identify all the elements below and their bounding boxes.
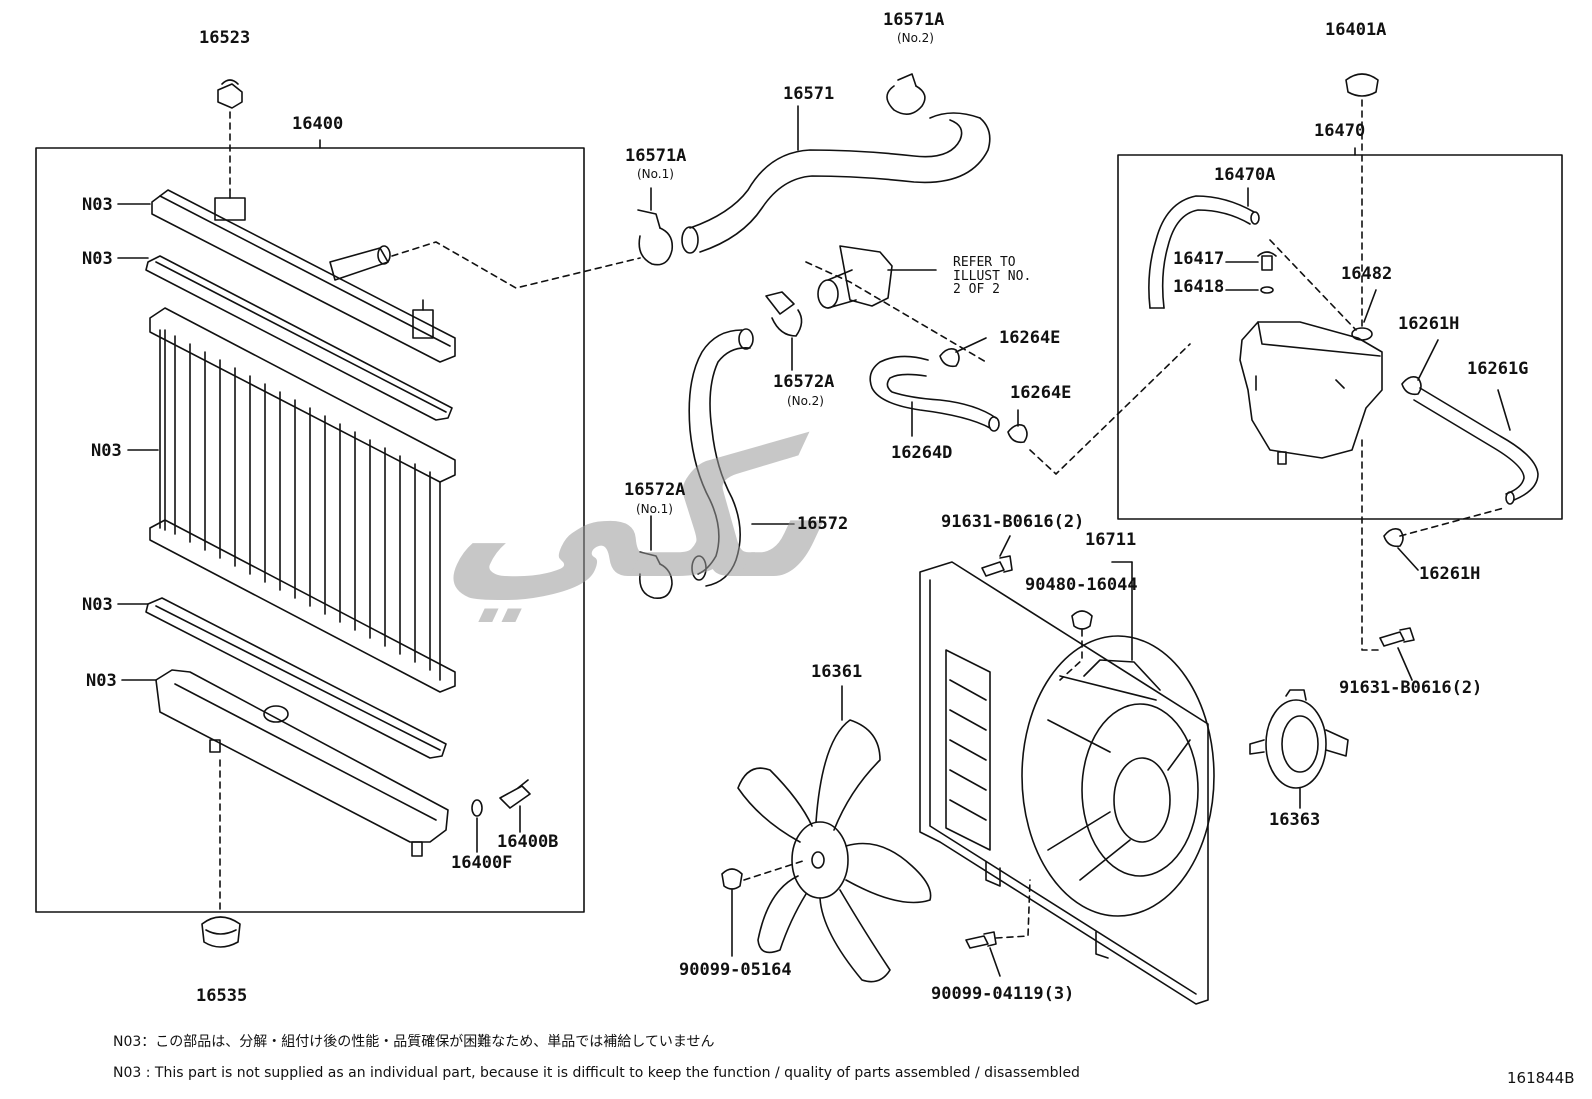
bypass-hose-16264D bbox=[869, 355, 1000, 432]
radiator-lower-tank bbox=[155, 669, 449, 857]
label-16482: 16482 bbox=[1341, 264, 1393, 284]
label-16400B: 16400B bbox=[497, 832, 559, 852]
label-n03-lower-tank: N03 bbox=[86, 671, 117, 691]
hose-clamp-16572A-no1 bbox=[638, 551, 673, 600]
sublabel-no2-upper: (No.2) bbox=[897, 31, 934, 45]
label-16401A: 16401A bbox=[1325, 20, 1387, 40]
label-90480-16044: 90480-16044 bbox=[1025, 575, 1138, 595]
lower-hose-16572 bbox=[688, 328, 754, 587]
hose-clamp-16264E-b bbox=[1007, 424, 1028, 444]
refer-note: REFER TO ILLUST NO. 2 OF 2 bbox=[953, 255, 1032, 298]
hose-clamp-16571A-no2 bbox=[886, 73, 926, 115]
label-91631-right: 91631-B0616(2) bbox=[1339, 678, 1483, 698]
drain-cock-16400B bbox=[499, 779, 531, 809]
reservoir-tank-16470 bbox=[1239, 321, 1383, 465]
label-16417: 16417 bbox=[1173, 249, 1225, 269]
label-16535: 16535 bbox=[196, 986, 248, 1006]
label-16571A-no1: 16571A bbox=[625, 146, 687, 166]
label-16261H-upper: 16261H bbox=[1398, 314, 1460, 334]
label-16572A-no1: 16572A bbox=[624, 480, 686, 500]
overflow-hose-16261G bbox=[1413, 387, 1539, 505]
label-16264D: 16264D bbox=[891, 443, 953, 463]
bolt-90099-04119 bbox=[965, 931, 997, 949]
hose-clamp-16571A-no1 bbox=[637, 209, 674, 266]
bolt-91631-right bbox=[1379, 627, 1415, 647]
o-ring-16400F bbox=[471, 799, 483, 817]
label-16264E-upper: 16264E bbox=[999, 328, 1061, 348]
label-16470: 16470 bbox=[1314, 121, 1366, 141]
reservoir-group-box bbox=[1117, 154, 1563, 520]
gasket-16418 bbox=[1260, 286, 1274, 294]
sublabel-no1-lower: (No.1) bbox=[636, 502, 673, 516]
label-16261G: 16261G bbox=[1467, 359, 1529, 379]
radiator-lower-gasket bbox=[145, 597, 447, 759]
radiator-upper-tank bbox=[151, 189, 456, 363]
label-90099-05164: 90099-05164 bbox=[679, 960, 792, 980]
label-16363: 16363 bbox=[1269, 810, 1321, 830]
label-16261H-lower: 16261H bbox=[1419, 564, 1481, 584]
hose-clamp-16572A-no2 bbox=[765, 291, 803, 337]
label-16572: 16572 bbox=[797, 514, 849, 534]
label-16418: 16418 bbox=[1173, 277, 1225, 297]
nut-90480-16044 bbox=[1071, 610, 1093, 630]
label-16361: 16361 bbox=[811, 662, 863, 682]
radiator-group-box bbox=[35, 147, 585, 913]
label-16470A: 16470A bbox=[1214, 165, 1276, 185]
label-16571A-no2: 16571A bbox=[883, 10, 945, 30]
water-inlet-housing bbox=[817, 245, 937, 309]
label-16264E-lower: 16264E bbox=[1010, 383, 1072, 403]
drain-cushion-16535 bbox=[201, 916, 241, 948]
label-n03-upper-gasket: N03 bbox=[82, 249, 113, 269]
reservoir-cap-16401A bbox=[1345, 73, 1379, 97]
label-90099-04119: 90099-04119(3) bbox=[931, 984, 1075, 1004]
label-16572A-no2: 16572A bbox=[773, 372, 835, 392]
label-91631-left: 91631-B0616(2) bbox=[941, 512, 1085, 532]
label-16571: 16571 bbox=[783, 84, 835, 104]
radiator-upper-gasket bbox=[145, 255, 453, 421]
reservoir-hose-16470A bbox=[1148, 195, 1260, 309]
catalog-number: 161844B bbox=[1507, 1069, 1575, 1087]
note-japanese: N03：この部品は、分解・組付け後の性能・品質確保が困難なため、単品では補給して… bbox=[113, 1034, 715, 1050]
plug-16417 bbox=[1257, 251, 1277, 271]
label-n03-lower-gasket: N03 bbox=[82, 595, 113, 615]
radiator-cap-16523 bbox=[217, 79, 243, 109]
label-n03-upper-tank: N03 bbox=[82, 195, 113, 215]
sublabel-no2-lower: (No.2) bbox=[787, 394, 824, 408]
label-16711: 16711 bbox=[1085, 530, 1137, 550]
fan-16361 bbox=[737, 719, 932, 983]
label-16400: 16400 bbox=[292, 114, 344, 134]
hose-clamp-16264E-a bbox=[939, 348, 960, 368]
bolt-91631-left bbox=[981, 555, 1013, 577]
nut-90099-05164 bbox=[721, 868, 743, 890]
hose-clamp-16261H-a bbox=[1401, 376, 1422, 396]
fan-motor-16363 bbox=[1249, 689, 1349, 789]
note-english: N03 : This part is not supplied as an in… bbox=[113, 1065, 1080, 1081]
sublabel-no1-upper: (No.1) bbox=[637, 167, 674, 181]
label-n03-core: N03 bbox=[91, 441, 122, 461]
upper-hose-16571 bbox=[681, 112, 991, 254]
hose-clamp-16261H-b bbox=[1383, 528, 1404, 548]
label-16400F: 16400F bbox=[451, 853, 513, 873]
label-16523: 16523 bbox=[199, 28, 251, 48]
radiator-core bbox=[149, 307, 456, 693]
fan-shroud-16711 bbox=[919, 561, 1215, 1005]
